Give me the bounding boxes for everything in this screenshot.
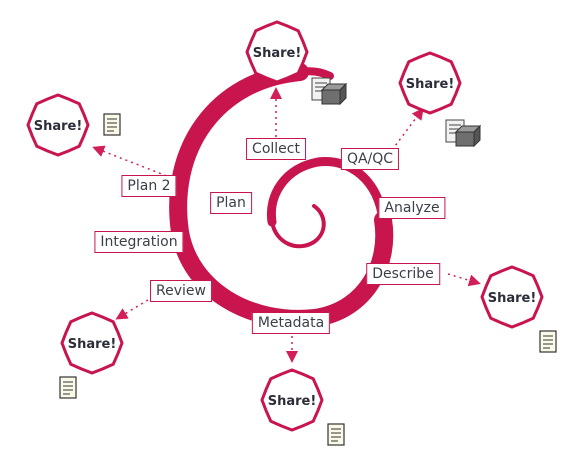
share-label: Share! [253, 46, 302, 61]
stage-label-plan2: Plan 2 [121, 175, 177, 197]
share-badge-right: Share! [480, 265, 544, 329]
spiral-outer-arc [169, 63, 394, 328]
stage-label-qaqc: QA/QC [340, 148, 400, 170]
share-label: Share! [68, 337, 117, 352]
spiral-tail [296, 67, 334, 80]
share-badge-left: Share! [26, 93, 90, 157]
stage-label-metadata: Metadata [251, 312, 331, 334]
arrow-review-to-bottom-left [115, 299, 149, 320]
document-icon [327, 423, 345, 446]
spiral [169, 63, 394, 328]
document-icon [539, 330, 557, 353]
stage-label-collect: Collect [246, 138, 306, 160]
arrow-plan2-to-left [92, 145, 173, 179]
starburst-shape [60, 311, 124, 375]
share-label: Share! [34, 119, 83, 134]
arrow-describe-to-right [447, 273, 481, 287]
share-badge-top: Share! [245, 20, 309, 84]
spiral-middle-arc [266, 157, 388, 227]
starburst-shape [260, 368, 324, 432]
data-package-icon [445, 119, 482, 148]
arrow-qaqc-to-top-right [391, 107, 424, 151]
data-package-icon [311, 77, 348, 106]
document-icon [59, 376, 77, 399]
stage-label-plan: Plan [210, 192, 252, 214]
share-badge-bottom: Share! [260, 368, 324, 432]
share-badge-bottom-left: Share! [60, 311, 124, 375]
share-arrows [92, 87, 481, 363]
stage-label-review: Review [150, 280, 212, 302]
starburst-shape [480, 265, 544, 329]
stage-label-analyze: Analyze [378, 197, 446, 219]
share-label: Share! [488, 291, 537, 306]
document-icon [103, 113, 121, 136]
stage-label-describe: Describe [366, 263, 440, 285]
starburst-shape [398, 51, 462, 115]
share-badge-top-right: Share! [398, 51, 462, 115]
share-label: Share! [406, 77, 455, 92]
spiral-inner-arc [270, 204, 326, 249]
share-label: Share! [268, 394, 317, 409]
starburst-shape [245, 20, 309, 84]
starburst-shape [26, 93, 90, 157]
stage-label-integration: Integration [94, 231, 184, 253]
